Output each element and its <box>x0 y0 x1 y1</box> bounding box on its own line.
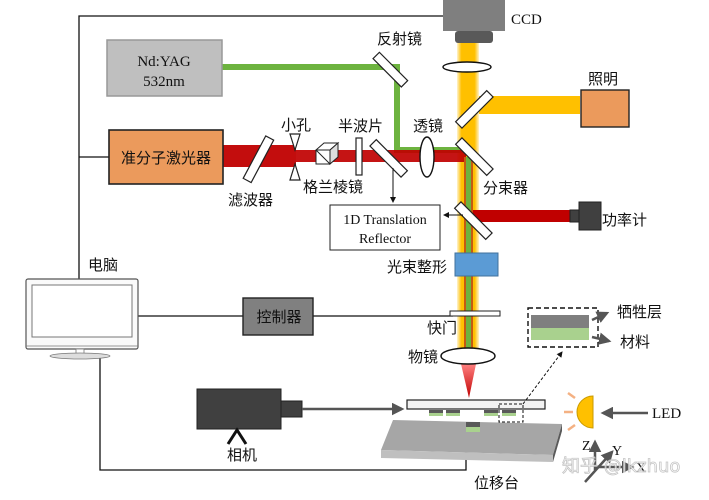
camera-label: 相机 <box>227 446 257 464</box>
translation-reflector-mirror <box>369 138 409 178</box>
sacrificial-layer-sample <box>531 315 589 328</box>
illumination-source <box>580 89 630 128</box>
shutter-element <box>449 310 501 317</box>
material-sample <box>531 328 589 340</box>
axis-y-label: Y <box>612 444 622 459</box>
controller-label: 控制器 <box>256 308 301 326</box>
sacrificial-layer-label: 牺牲层 <box>617 303 662 321</box>
half-wave-plate-label: 半波片 <box>338 117 383 135</box>
arrow-sacrificial <box>591 311 610 323</box>
axis-x-label: X <box>636 461 646 476</box>
pinhole-label: 小孔 <box>281 116 311 134</box>
ccd-label: CCD <box>511 12 542 28</box>
focusing-lens <box>419 136 435 178</box>
illumination-beam-horizontal <box>479 96 580 114</box>
glan-prism <box>314 141 340 166</box>
stage-label: 位移台 <box>474 474 519 492</box>
focused-laser-cone <box>461 364 476 398</box>
excimer-laser-label: 准分子激光器 <box>121 149 211 167</box>
translation-reflector-box: 1D Translation Reflector <box>329 204 441 251</box>
watermark: 知乎 @lkzhuo <box>562 456 680 477</box>
translation-label-line1: 1D Translation <box>343 213 427 228</box>
computer-label: 电脑 <box>88 256 118 274</box>
glass-substrate <box>406 399 546 410</box>
sample-inset <box>527 307 612 348</box>
translation-stage <box>381 420 562 462</box>
nd-yag-label: Nd:YAG <box>137 54 191 70</box>
illumination-mirror <box>454 89 494 129</box>
ccd-lens <box>442 61 492 73</box>
power-meter-mirror <box>453 201 493 241</box>
pinhole <box>289 133 301 181</box>
glan-prism-label: 格兰棱镜 <box>303 178 363 196</box>
led-label: LED <box>652 406 681 422</box>
side-camera <box>196 388 303 445</box>
reflector-mirror <box>372 51 409 88</box>
coordinate-axes: Z Y X <box>582 439 646 483</box>
axis-z-label: Z <box>582 439 591 454</box>
illumination-label: 照明 <box>588 70 618 88</box>
arrow-material <box>591 332 612 345</box>
beam-shaping-label: 光束整形 <box>387 258 447 276</box>
power-meter <box>569 201 602 231</box>
wire-computer-ccd <box>78 15 450 157</box>
filter-label: 滤波器 <box>228 191 273 209</box>
zoom-region <box>498 403 524 423</box>
half-wave-plate <box>355 137 363 176</box>
red-beam-power-meter <box>470 210 570 222</box>
sample-pads <box>429 410 516 416</box>
translation-label-line2: Reflector <box>359 232 411 247</box>
wire-computer-stage <box>99 358 467 471</box>
beam-splitter-label: 分束器 <box>483 179 528 197</box>
objective-label: 物镜 <box>408 348 438 366</box>
excimer-laser: 准分子激光器 <box>108 129 224 185</box>
controller: 控制器 <box>242 297 314 336</box>
beam-splitter <box>454 137 494 177</box>
nd-yag-wavelength: 532nm <box>143 74 185 90</box>
objective-lens <box>440 347 496 365</box>
shutter-label: 快门 <box>427 319 457 337</box>
power-meter-label: 功率计 <box>602 211 647 229</box>
filter-element <box>242 135 275 184</box>
ccd-camera: CCD <box>443 0 542 43</box>
beam-shaping-element <box>454 252 499 277</box>
computer-monitor <box>25 278 139 360</box>
control-wires <box>78 15 467 471</box>
reflector-mirror-label: 反射镜 <box>377 30 422 48</box>
zoom-arrow <box>522 351 563 405</box>
lens-label: 透镜 <box>413 117 443 135</box>
nd-yag-laser: Nd:YAG 532nm <box>106 39 223 97</box>
material-label: 材料 <box>620 333 650 351</box>
led-light <box>564 391 594 432</box>
